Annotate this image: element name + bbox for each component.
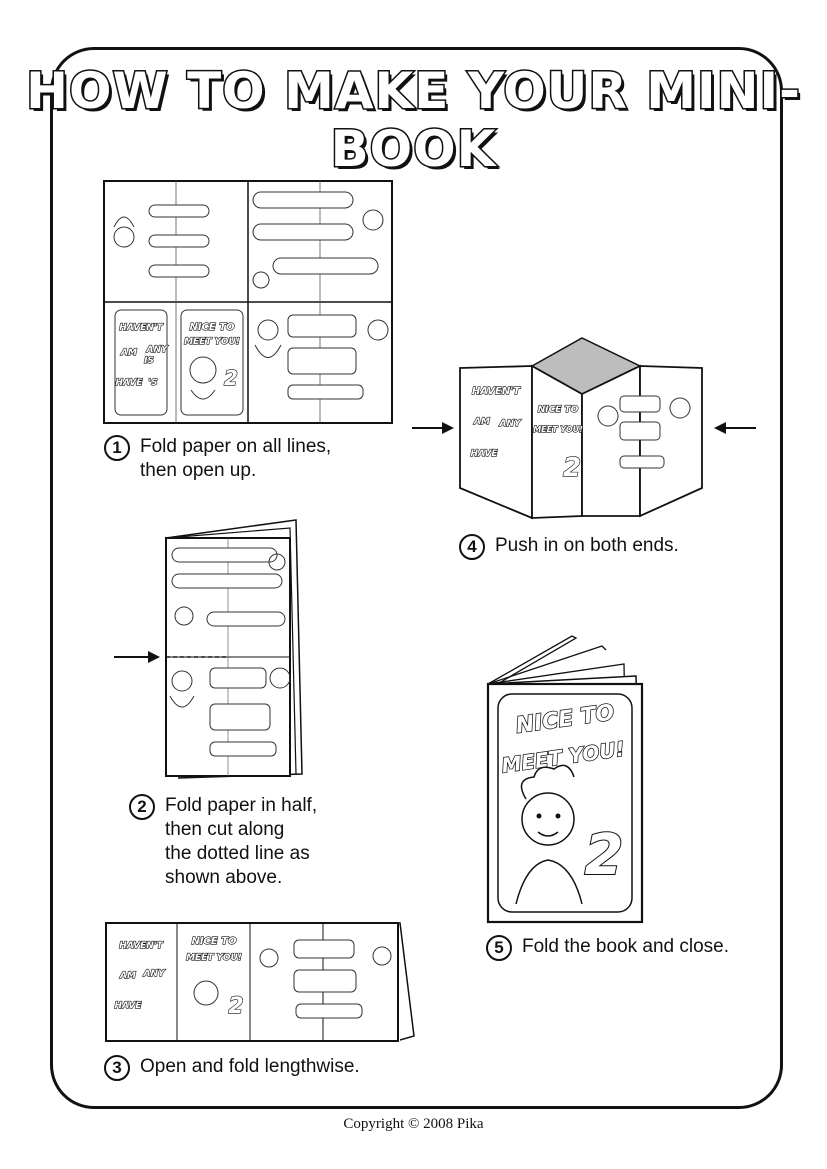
illustration-step5-book: NICE TO MEET YOU! 2 [486, 635, 644, 924]
step-number: 1 [104, 435, 130, 461]
back-word-am-4: AM [473, 417, 490, 427]
back-word-am: AM [120, 348, 137, 358]
step-text: Open and fold lengthwise. [140, 1056, 360, 1077]
back-word-any: ANY [145, 345, 168, 355]
cover-number-3: 2 [228, 994, 243, 1019]
illustration-step3-strip: HAVEN'T AM ANY HAVE NICE TO MEET YOU! 2 [105, 922, 415, 1042]
cover-line1-4: NICE TO [538, 405, 579, 415]
step-number: 2 [129, 794, 155, 820]
cover-line2-4: MEET YOU! [533, 425, 583, 434]
cover-line2-3: MEET YOU! [186, 953, 242, 963]
cover-number-small: 2 [224, 366, 238, 390]
illustration-step2-folded [114, 519, 303, 779]
step-number: 3 [104, 1055, 130, 1081]
back-word-any-4: ANY [498, 419, 521, 429]
back-word-am-3: AM [119, 971, 136, 981]
back-word-havent-3: HAVEN'T [119, 941, 163, 951]
copyright-notice: Copyright © 2008 Pika [343, 1116, 484, 1132]
step-number: 5 [486, 935, 512, 961]
cover-line2-small: MEET YOU! [184, 337, 240, 347]
step-text: Fold the book and close. [522, 936, 730, 957]
back-word-any-3: ANY [142, 969, 165, 979]
back-word-havent-4: HAVEN'T [472, 386, 521, 397]
step-5: 5 Fold the book and close. [486, 935, 729, 961]
step-4: 4 Push in on both ends. [459, 534, 679, 560]
step-text: Fold paper in half, then cut along the d… [165, 795, 318, 888]
step-text: Fold paper on all lines, then open up. [140, 436, 332, 481]
page-title: HOW TO MAKE YOUR MINI-BOOK [25, 61, 802, 180]
step-number: 4 [459, 534, 485, 560]
back-word-have-3: HAVE [115, 1001, 143, 1011]
back-word-have: HAVE [116, 378, 144, 388]
cover-line1-small: NICE TO [189, 322, 235, 333]
back-word-is: IS [144, 356, 154, 366]
back-word-havent: HAVEN'T [119, 323, 163, 333]
back-word-have-4: HAVE [471, 449, 499, 459]
step-2: 2 Fold paper in half, then cut along the… [129, 794, 317, 890]
page-border [50, 47, 783, 1109]
cover-number-4: 2 [563, 453, 581, 483]
cover-number: 2 [585, 823, 624, 888]
step-3: 3 Open and fold lengthwise. [104, 1055, 360, 1081]
illustration-step1-sheet: HAVEN'T AM IS ANY HAVE 'S NICE TO MEET Y… [103, 180, 393, 424]
step-1: 1 Fold paper on all lines, then open up. [104, 435, 331, 483]
step-text: Push in on both ends. [495, 535, 679, 556]
back-word-s: 'S [148, 378, 157, 388]
illustration-step4-push: HAVEN'T AM ANY HAVE NICE TO MEET YOU! 2 [412, 337, 756, 520]
cover-line1-3: NICE TO [191, 936, 237, 947]
